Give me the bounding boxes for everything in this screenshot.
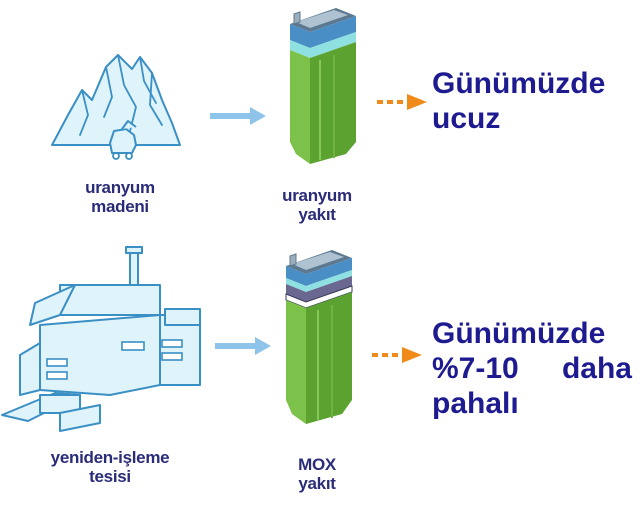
flow-arrow-blue (210, 107, 266, 125)
flow-arrow-orange (377, 94, 427, 110)
mox-fuel-cost-note: Günümüzde %7-10 daha pahalı (432, 317, 632, 420)
mox-fuel-rod-icon (285, 250, 353, 424)
uranium-mine-label: uranyum madeni (85, 178, 155, 216)
reprocessing-plant-icon (1, 246, 201, 432)
reprocessing-plant-label: yeniden-işleme tesisi (50, 448, 170, 486)
uranium-fuel-label: uranyum yakıt (282, 186, 352, 224)
uranium-fuel-cost-note: Günümüzde ucuz (432, 67, 606, 135)
uranium-fuel-rod-icon (290, 8, 356, 164)
flow-arrow-orange (372, 347, 422, 363)
flow-arrow-blue (215, 337, 271, 355)
mox-fuel-label: MOX yakıt (298, 455, 336, 493)
uranium-mine-icon (51, 54, 181, 160)
